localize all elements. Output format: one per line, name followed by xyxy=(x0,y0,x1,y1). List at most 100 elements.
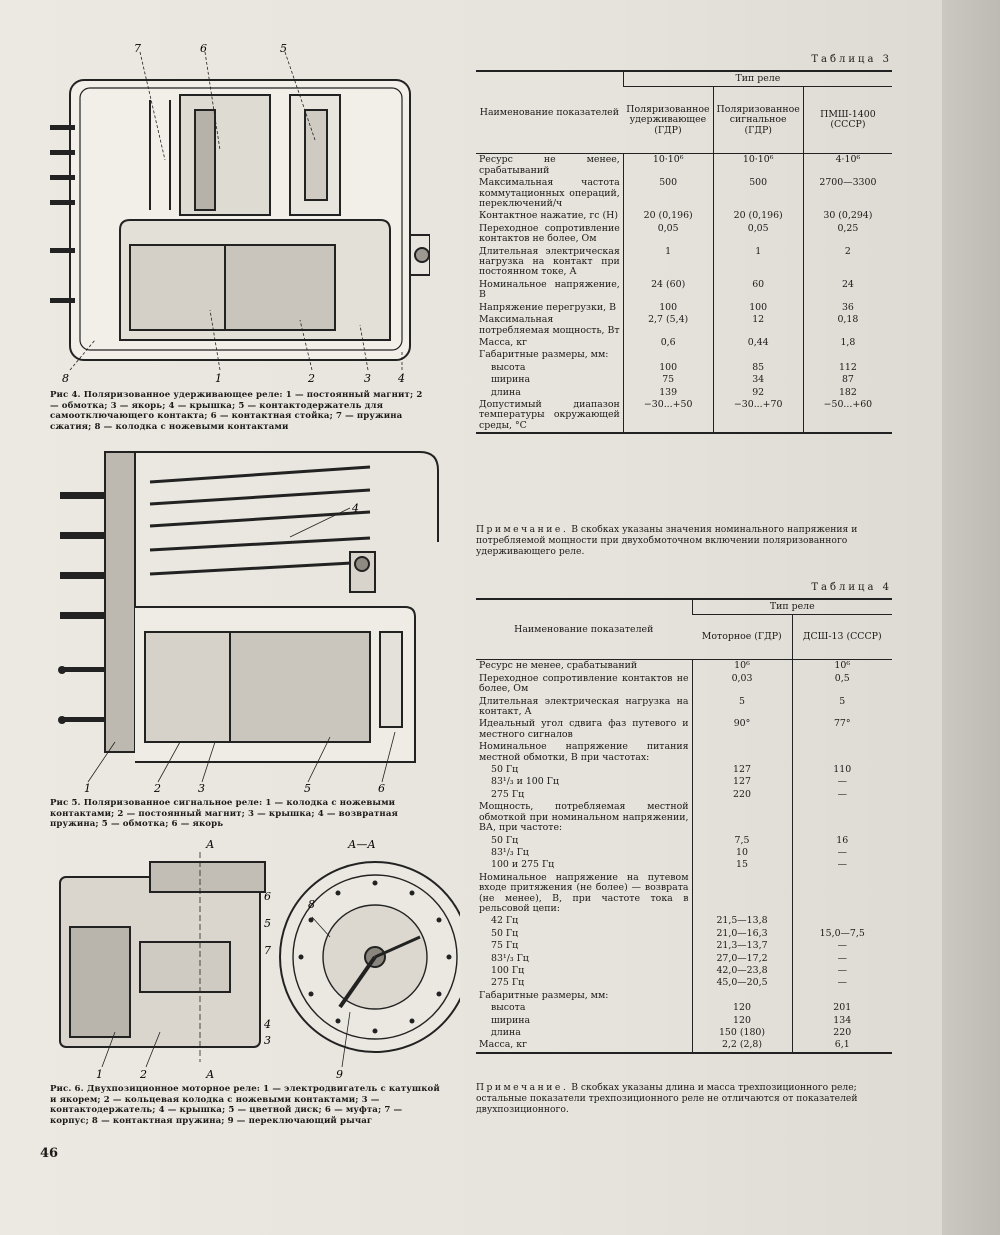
table-4-note-label: Примечание. xyxy=(476,1082,569,1093)
table-row: Контактное нажатие, гс (Н)20 (0,196)20 (… xyxy=(476,210,892,223)
cell-value: 21,5—13,8 xyxy=(691,915,792,928)
row-label-text: Номинальное напряжение питания местной о… xyxy=(479,741,689,763)
cell-value: 30 (0,294) xyxy=(802,210,892,223)
cell-value: 0,18 xyxy=(802,314,892,337)
table-row: Номинальное напряжение на путевом входе … xyxy=(476,871,892,916)
cell-value: 100 xyxy=(622,301,714,315)
cell-value: 112 xyxy=(802,361,892,375)
table-3-title: Таблица 3 xyxy=(811,54,892,65)
table-3: Наименование показателей Тип реле Поляри… xyxy=(476,70,892,434)
figure-5-label-3: 3 xyxy=(198,782,205,794)
table-3-col-header-3: ПМШ-1400 (СССР) xyxy=(802,86,892,154)
figure-4-drawing: 7 6 5 8 1 2 3 4 xyxy=(50,40,430,385)
figure-6-contact-ring xyxy=(298,880,452,1034)
row-label-text: ширина xyxy=(491,374,531,386)
row-label: 275 Гц xyxy=(476,789,692,801)
row-label: Габаритные размеры, мм: xyxy=(476,349,623,361)
row-label-text: Длительная электрическая нагрузка на кон… xyxy=(479,245,620,278)
row-label: 50 Гц xyxy=(476,764,692,776)
cell-value: 1,8 xyxy=(802,336,892,350)
cell-value: 0,03 xyxy=(691,672,792,696)
cell-value xyxy=(791,871,892,916)
row-label: 50 Гц xyxy=(476,835,692,847)
row-label-text: Максимальная частота коммутационных опер… xyxy=(479,177,620,210)
table-3-note: Примечание. В скобках указаны значения н… xyxy=(476,524,892,557)
figure-5-label-6: 6 xyxy=(378,782,385,794)
row-label: Идеальный угол сдвига фаз путевого и мес… xyxy=(476,718,692,741)
table-3-note-text: В скобках указаны значения номинального … xyxy=(476,524,858,557)
row-label: 275 Гц xyxy=(476,977,692,989)
figure-5-label-5: 5 xyxy=(304,782,311,794)
row-label-text: Переходное сопротивление контактов не бо… xyxy=(479,672,689,695)
table-4-note: Примечание. В скобках указаны длина и ма… xyxy=(476,1082,892,1115)
row-label: длина xyxy=(476,1027,692,1039)
cell-value: 15 xyxy=(691,859,792,872)
figure-6-label-9: 9 xyxy=(336,1068,343,1081)
cell-value: — xyxy=(791,964,892,978)
cell-value: 139 xyxy=(622,386,714,399)
page-number: 46 xyxy=(40,1146,59,1161)
figure-4-label-2: 2 xyxy=(307,372,315,385)
cell-value xyxy=(791,801,892,835)
cell-value: 5 xyxy=(791,695,892,719)
figure-6-svg: А А—А 8 6 5 7 1 2 4 3 А 9 xyxy=(59,838,460,1081)
cell-value: 15,0—7,5 xyxy=(791,927,892,941)
table-4-note-text: В скобках указаны длина и масса трехпози… xyxy=(476,1082,858,1115)
cell-value: 120 xyxy=(691,1002,792,1015)
row-label-text: Ресурс не менее, срабатываний xyxy=(479,154,620,176)
row-label: Габаритные размеры, мм: xyxy=(476,990,692,1002)
cell-value: 150 (180) xyxy=(691,1027,792,1040)
cell-value: 77° xyxy=(791,718,892,742)
figure-5-label-1: 1 xyxy=(84,782,91,794)
cell-value: 10·10⁶ xyxy=(712,153,804,178)
table-4-title: Таблица 4 xyxy=(811,582,892,593)
figure-4-label-4: 4 xyxy=(397,372,405,385)
row-label-text: Мощность, потребляемая местной обмоткой … xyxy=(479,801,689,834)
row-label-text: Допустимый диапазон температуры окружающ… xyxy=(479,398,620,431)
cell-value: 2,7 (5,4) xyxy=(622,314,714,337)
table-row: Переходное сопротивление контактов не бо… xyxy=(476,672,892,696)
figure-4-svg: 7 6 5 8 1 2 3 4 xyxy=(50,42,430,385)
cell-value: 182 xyxy=(802,386,892,399)
row-label: Максимальная потребляемая мощность, Вт xyxy=(476,314,623,337)
cell-value: 27,0—17,2 xyxy=(691,952,792,965)
cell-value: 24 xyxy=(802,278,892,302)
cell-value: — xyxy=(791,846,892,860)
row-label-text: 50 Гц xyxy=(491,927,519,939)
adjacent-page-edge xyxy=(942,0,1000,1235)
row-label-text: Габаритные размеры, мм: xyxy=(479,989,609,1001)
row-label: высота xyxy=(476,362,623,374)
cell-value: 0,6 xyxy=(622,336,714,350)
table-row: Длительная электрическая нагрузка на кон… xyxy=(476,245,892,279)
cell-value: 220 xyxy=(791,1027,892,1040)
table-row: 100 и 275 Гц 15— xyxy=(476,859,892,872)
cell-value: — xyxy=(791,788,892,802)
cell-value: 100 xyxy=(712,301,804,315)
cell-value: 0,25 xyxy=(802,222,892,246)
figure-5-caption: Рис 5. Поляризованное сигнальное реле: 1… xyxy=(50,798,398,830)
cell-value: — xyxy=(791,859,892,872)
cell-value xyxy=(691,741,792,765)
row-label-text: 83¹/₃ и 100 Гц xyxy=(491,776,559,788)
cell-value: 5 xyxy=(691,695,792,719)
row-label: Переходное сопротивление контактов не бо… xyxy=(476,223,623,246)
figure-4-label-6: 6 xyxy=(200,42,207,55)
table-4-col-header-2: ДСШ-13 (СССР) xyxy=(791,614,892,660)
row-label-text: 100 и 275 Гц xyxy=(491,859,555,871)
cell-value xyxy=(691,871,792,916)
row-label: Номинальное напряжение, В xyxy=(476,279,623,302)
cell-value: 21,3—13,7 xyxy=(691,940,792,953)
row-label: 83¹/₃ Гц xyxy=(476,847,692,859)
cell-value xyxy=(802,349,892,362)
row-label-text: 275 Гц xyxy=(491,977,525,989)
row-label-text: длина xyxy=(491,386,521,398)
row-label: Ресурс не менее, срабатываний xyxy=(476,154,623,177)
